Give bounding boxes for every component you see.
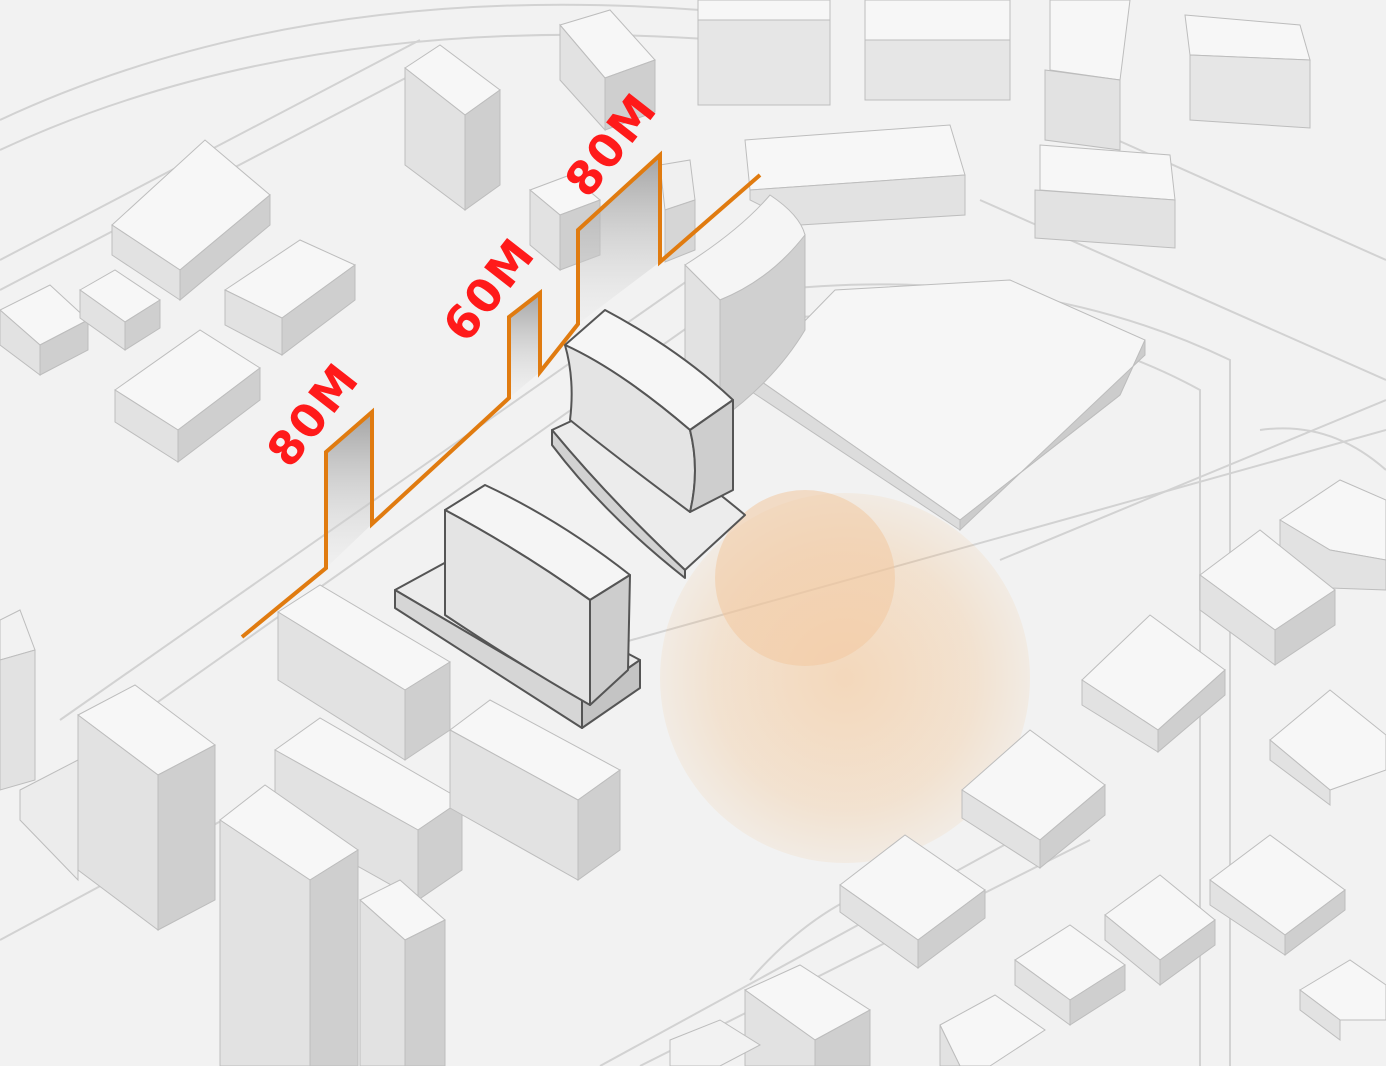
building-block <box>1209 834 1346 956</box>
building-block <box>19 759 79 882</box>
building-block <box>1269 689 1386 806</box>
building-block <box>1199 529 1336 666</box>
building-block <box>669 1019 762 1066</box>
building-block <box>79 269 161 351</box>
building-block <box>404 44 501 211</box>
building-block <box>659 159 696 263</box>
building-block <box>359 879 446 1066</box>
project-building-rear <box>551 309 746 579</box>
building-block <box>277 584 451 761</box>
arena-building <box>751 279 1146 532</box>
building-block <box>744 124 966 226</box>
building-block <box>1299 959 1386 1041</box>
building-block <box>219 784 359 1066</box>
building-block <box>864 0 1011 101</box>
building-block <box>77 684 216 931</box>
building-block <box>559 9 656 132</box>
building-block <box>114 329 261 464</box>
building-block <box>697 0 831 106</box>
profile-fill-right <box>578 155 660 324</box>
skyline-line <box>240 150 762 639</box>
profile-fill-middle <box>509 293 540 398</box>
building-block <box>449 699 621 881</box>
focus-glow <box>660 490 1030 863</box>
profile-fill-left <box>326 412 372 568</box>
building-block <box>223 239 356 357</box>
building-block <box>1044 0 1131 151</box>
building-block <box>1184 14 1311 129</box>
building-block <box>0 609 36 791</box>
height-profile <box>240 150 762 639</box>
building-block <box>961 729 1106 870</box>
project-building-front <box>394 484 641 729</box>
building-block <box>939 994 1046 1066</box>
building-block <box>1104 874 1216 987</box>
building-block <box>744 964 871 1066</box>
building-block <box>111 139 271 302</box>
building-block <box>1014 924 1126 1026</box>
building-block <box>839 834 986 969</box>
building-block <box>1081 614 1226 754</box>
building-block <box>1034 144 1176 249</box>
